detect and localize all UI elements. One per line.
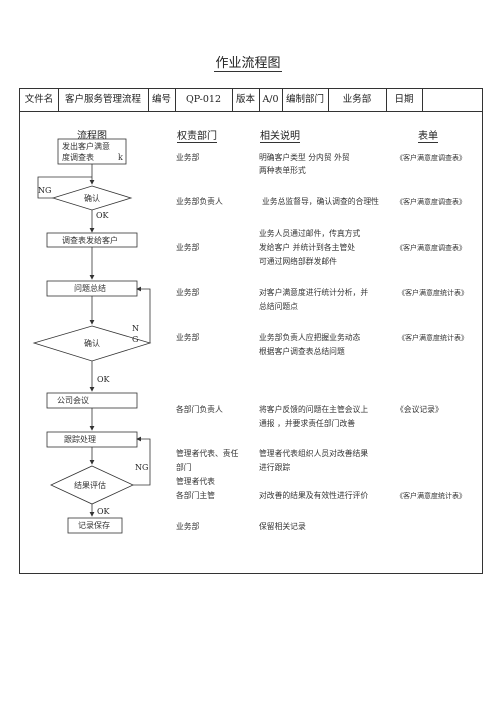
flow-ng2-n: N [132, 324, 139, 333]
flow-step5-label: 跟踪处理 [64, 434, 96, 444]
row3-dept: 业务部 [176, 243, 200, 252]
flow-ng3: NG [135, 463, 148, 472]
flow-step1-tail: k [118, 153, 123, 162]
flow-box-step1 [57, 138, 127, 165]
flow-diamond1-label: 确认 [84, 193, 100, 203]
flow-step1-line2: 度调查表 [62, 152, 94, 162]
flow-ng1: NG [38, 186, 51, 195]
version-value: A/0 [262, 94, 279, 105]
row2-dept: 业务部负责人 [176, 197, 223, 206]
page-title: 作业流程图 [214, 56, 282, 72]
column-form: 表单 [418, 131, 438, 143]
flow-step1-line1: 发出客户满意 [62, 141, 110, 151]
row7-desc-2: 进行跟踪 [259, 463, 291, 472]
row4-dept: 业务部 [176, 288, 200, 297]
row5-desc-1: 业务部负责人应把握业务动态 [259, 333, 361, 342]
row8-desc-1: 对改善的结果及有效性进行评价 [259, 491, 369, 500]
row3-desc-2: 发给客户 并统计到各主管处 [259, 243, 356, 252]
flow-step2-label: 调查表发给客户 [62, 235, 118, 245]
date-label: 日期 [394, 94, 414, 105]
dept-label: 编制部门 [285, 94, 324, 105]
row7-dept-3: 管理者代表 [176, 477, 215, 486]
row1-desc-2: 两种表单形式 [259, 166, 306, 175]
row9-dept: 业务部 [176, 522, 200, 531]
row6-desc-2: 通报 ，并要求责任部门改善 [259, 419, 356, 428]
header-row: 文件名 客户服务管理流程 编号 QP-012 版本 A/0 编制部门 业务部 日… [20, 89, 482, 112]
column-dept: 权责部门 [177, 131, 217, 143]
row8-form: 《客户满意度统计表》 [396, 492, 466, 500]
procedure-table: 文件名 客户服务管理流程 编号 QP-012 版本 A/0 编制部门 业务部 日… [19, 88, 483, 574]
row4-desc-1: 对客户满意度进行统计分析，并 [259, 288, 369, 297]
column-desc: 相关说明 [260, 131, 300, 143]
row2-form: 《客户满意度调查表》 [396, 198, 466, 206]
row1-dept: 业务部 [176, 153, 200, 162]
row8-dept: 各部门主管 [176, 491, 215, 500]
code-label: 编号 [151, 94, 171, 105]
row3-form: 《客户满意度调查表》 [396, 244, 466, 252]
file-name-value: 客户服务管理流程 [64, 94, 141, 105]
version-label: 版本 [235, 94, 255, 105]
flow-ok2: OK [97, 375, 111, 384]
flow-ok3: OK [97, 507, 111, 516]
column-flow: 流程图 [77, 131, 107, 143]
row7-dept-2: 部门 [176, 463, 192, 472]
row5-form: 《客户满意度统计表》 [398, 334, 468, 342]
file-name-label: 文件名 [24, 94, 54, 105]
flow-step4-label: 公司会议 [57, 395, 89, 405]
flow-ok1: OK [96, 211, 110, 220]
row6-desc-1: 将客户反馈的问题在主管会议上 [259, 405, 369, 414]
flow-box-step6 [67, 517, 123, 534]
row5-dept: 业务部 [176, 333, 200, 342]
dept-value: 业务部 [342, 94, 372, 105]
row6-dept: 各部门负责人 [176, 405, 223, 414]
row9-desc-1: 保留相关记录 [259, 522, 306, 531]
code-value: QP-012 [185, 94, 221, 105]
flow-ng2-g: G [132, 335, 138, 344]
row2-desc-1: 业务总监督导，确认调查的合理性 [262, 197, 379, 206]
row4-form: 《客户满意度统计表》 [398, 289, 468, 297]
row4-desc-2: 总结问题点 [259, 302, 298, 311]
flow-diamond3-label: 结果评估 [74, 480, 106, 490]
row5-desc-2: 根据客户调查表总结问题 [259, 347, 345, 356]
row3-desc-1: 业务人员通过邮件，传真方式 [259, 229, 361, 238]
row3-desc-3: 可通过网络部群发邮件 [259, 257, 337, 266]
flow-step3-label: 问题总结 [74, 283, 106, 293]
flow-diamond2-label: 确认 [84, 338, 100, 348]
row1-form: 《客户满意度调查表》 [396, 154, 466, 162]
flow-step6-label: 记录保存 [78, 520, 110, 530]
row7-dept-1: 管理者代表、责任 [176, 449, 239, 458]
row7-desc-1: 管理者代表组织人员对改善结果 [259, 449, 369, 458]
row6-form: 《会议记录》 [396, 405, 443, 414]
row1-desc-1: 明确客户类型 分内贸 外贸 [259, 153, 350, 162]
